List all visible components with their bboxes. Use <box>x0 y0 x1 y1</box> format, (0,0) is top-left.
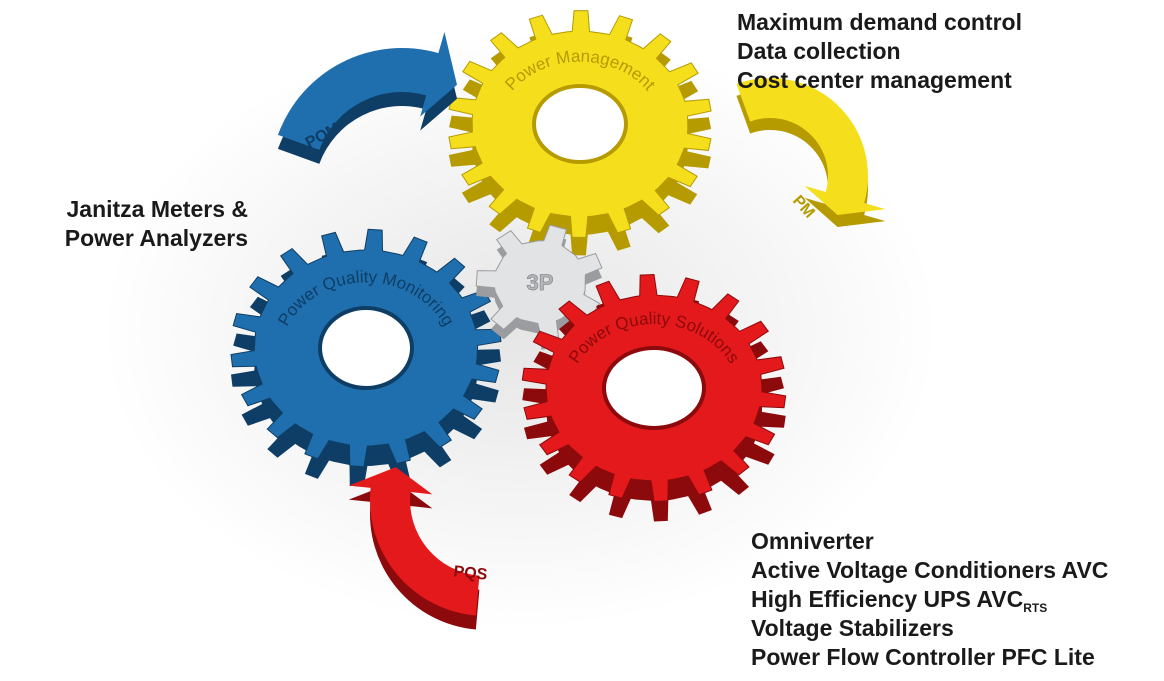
pqs-product-1: Omniverter <box>751 528 874 554</box>
pm-feature-1: Maximum demand control <box>737 9 1022 35</box>
pqs-arrow-face <box>348 467 480 616</box>
power-management-gear-hole <box>532 84 628 164</box>
pqs-product-4: Voltage Stabilizers <box>751 615 954 641</box>
power-quality-monitoring-gear-hole <box>318 306 414 390</box>
pm-feature-2: Data collection <box>737 38 901 64</box>
pqs-product-2: Active Voltage Conditioners AVC <box>751 557 1109 583</box>
pqm-arrow-face <box>277 31 457 150</box>
power-management-gear: Power Management <box>448 10 712 256</box>
pqm-product-2: Power Analyzers <box>64 225 248 251</box>
pqs-arrow: PQS <box>348 467 489 630</box>
pqs-product-5: Power Flow Controller PFC Lite <box>751 644 1095 670</box>
pm-feature-3: Cost center management <box>737 67 1012 93</box>
power-quality-monitoring-gear: Power Quality Monitoring <box>230 228 502 487</box>
pqm-product-1: Janitza Meters & <box>66 196 248 222</box>
power-quality-monitoring-products: Janitza Meters & Power Analyzers <box>6 195 248 253</box>
pqs-product-3-subscript: RTS <box>1023 601 1048 615</box>
pqs-product-3-main: High Efficiency UPS AVC <box>751 586 1024 612</box>
power-quality-solutions-gear-hole <box>602 346 706 430</box>
pqs-arrow-label: PQS <box>453 563 489 583</box>
3p-gear-label: 3P <box>527 270 554 295</box>
pqs-product-3: High Efficiency UPS AVCRTS <box>751 585 1108 614</box>
power-quality-solutions-products: Omniverter Active Voltage Conditioners A… <box>751 527 1108 672</box>
pqm-arrow: PQM <box>277 31 457 164</box>
power-quality-solutions-gear: Power Quality Solutions <box>521 273 787 522</box>
power-management-features: Maximum demand control Data collection C… <box>737 8 1022 95</box>
pm-arrow-face <box>736 78 886 215</box>
